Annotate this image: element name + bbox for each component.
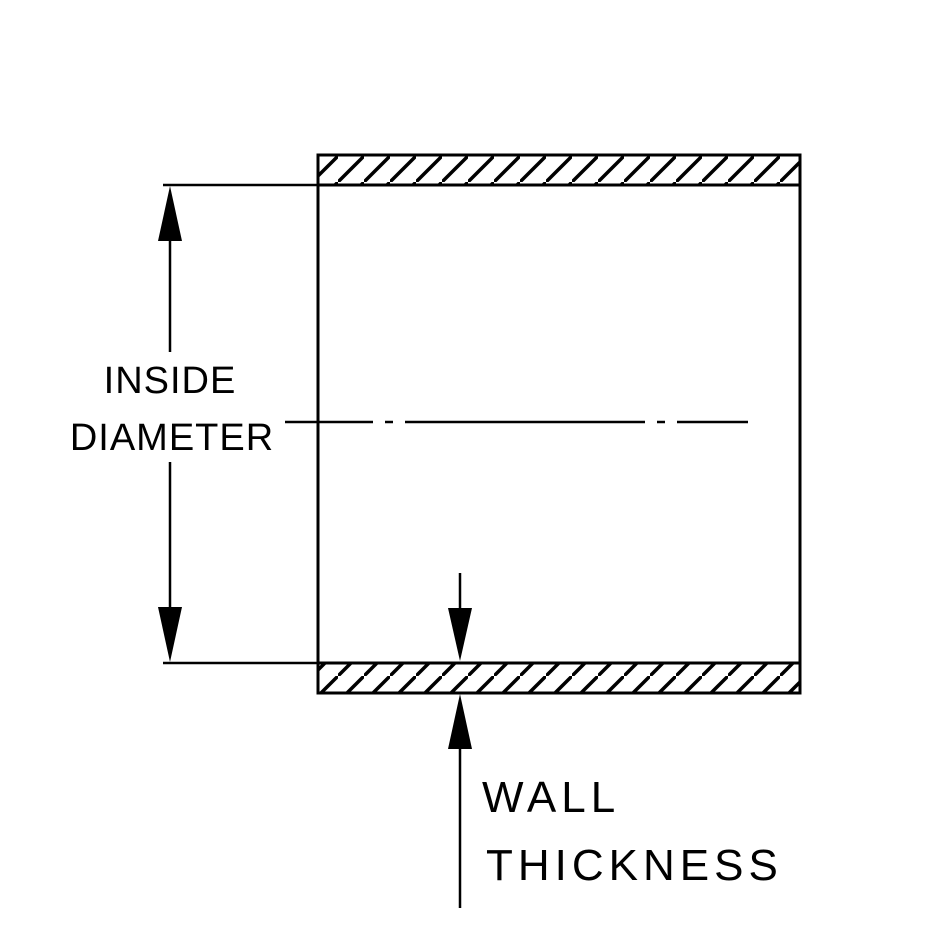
inside-diameter-label-line-2: DIAMETER <box>70 417 274 459</box>
dimension-arrow-down-icon <box>158 607 182 662</box>
inside-diameter-label-line-1: INSIDE <box>104 360 237 402</box>
wall-thickness-label-line-1: WALL <box>482 773 620 822</box>
wall-thickness-dimension <box>448 573 472 908</box>
wall-arrow-down-icon <box>448 608 472 661</box>
bottom-wall-hatch <box>318 663 800 693</box>
top-wall-hatch <box>318 155 800 185</box>
wall-arrow-up-icon <box>448 694 472 749</box>
wall-thickness-label-line-2: THICKNESS <box>486 841 783 890</box>
tube-outline <box>316 153 802 695</box>
inside-diameter-dimension <box>158 183 318 665</box>
dimension-arrow-up-icon <box>158 186 182 241</box>
